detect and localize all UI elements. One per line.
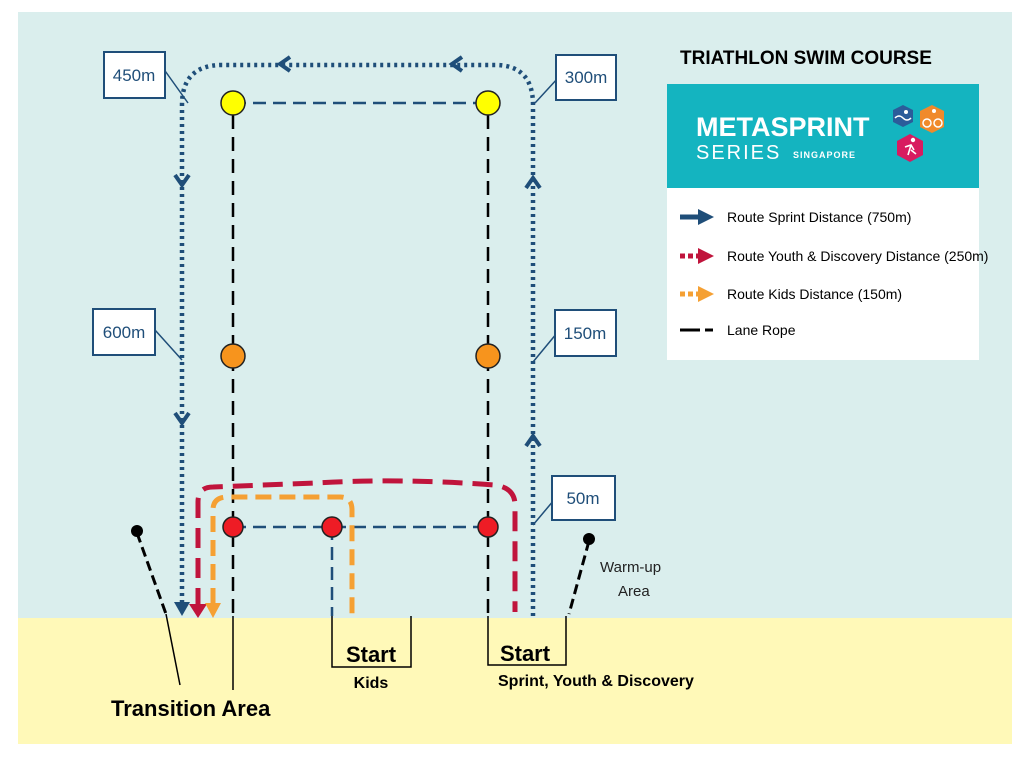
buoys (220, 90, 501, 538)
buoy-red (222, 516, 244, 538)
beach-area (18, 618, 1012, 744)
youth-route (195, 478, 518, 612)
warmup-label-1: Warm-up (600, 559, 661, 576)
start-main-box (487, 616, 567, 666)
buoy-yellow (475, 90, 501, 116)
legend-item-lane-rope: Lane Rope (680, 322, 796, 338)
legend-label: Lane Rope (727, 322, 796, 338)
youth-arrow (189, 604, 207, 618)
run-icon (897, 134, 923, 162)
marker-150m-label: 150m (564, 324, 607, 343)
transition-label: Transition Area (111, 696, 271, 721)
start-kids-label: Start (346, 642, 397, 667)
marker-50m (551, 475, 616, 521)
sprint-chevrons (173, 55, 542, 448)
buoy-lines (233, 101, 488, 616)
marker-50m-label: 50m (566, 489, 599, 508)
marker-300m-label: 300m (565, 68, 608, 87)
legend-item-kids: Route Kids Distance (150m) (680, 286, 902, 302)
start-kids-sub: Kids (354, 675, 389, 692)
start-main-label: Start (500, 641, 551, 666)
kids-arrow (205, 603, 221, 618)
sprint-arrow (174, 602, 190, 616)
warmup-label-2: Area (618, 583, 650, 600)
buoy-yellow (220, 90, 246, 116)
legend-item-sprint: Route Sprint Distance (750m) (680, 209, 911, 225)
legend-label: Route Youth & Discovery Distance (250m) (727, 248, 988, 264)
start-main-sub: Sprint, Youth & Discovery (498, 673, 694, 690)
buoy-orange (475, 343, 501, 369)
logo-series: SERIES (696, 142, 781, 164)
marker-300m (555, 54, 617, 101)
start-kids-box (331, 616, 412, 668)
marker-600m (92, 308, 156, 356)
bike-icon (920, 105, 944, 133)
transition-pole (131, 525, 181, 686)
distance-markers: 450m 300m 600m 150m 50m (92, 51, 617, 526)
kids-route (210, 494, 355, 616)
logo-banner (667, 84, 979, 188)
buoy-red (321, 516, 343, 538)
marker-450m (103, 51, 166, 99)
legend-item-youth: Route Youth & Discovery Distance (250m) (680, 248, 988, 264)
logo-region: SINGAPORE (793, 150, 856, 160)
marker-150m (554, 309, 617, 357)
marker-450m-label: 450m (113, 66, 156, 85)
buoy-orange (220, 343, 246, 369)
page-title: TRIATHLON SWIM COURSE (680, 48, 932, 69)
marker-600m-label: 600m (103, 323, 146, 342)
swim-icon (893, 105, 913, 127)
buoy-red (477, 516, 499, 538)
logo-brand: METASPRINT (696, 112, 870, 142)
warmup-pole (567, 533, 595, 615)
legend-label: Route Kids Distance (150m) (727, 286, 902, 302)
legend-label: Route Sprint Distance (750m) (727, 209, 911, 225)
